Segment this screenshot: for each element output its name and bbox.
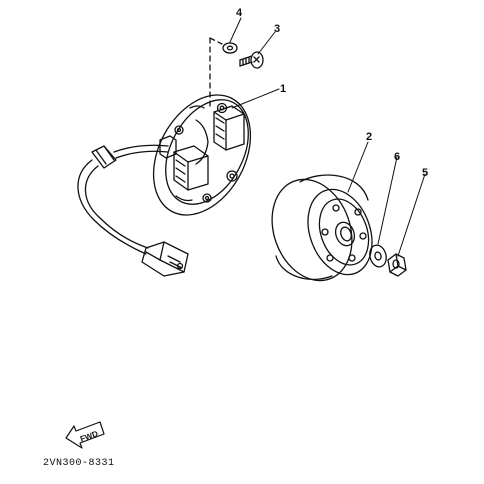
stator-assembly [152, 94, 252, 216]
callout-3: 3 [274, 23, 280, 35]
callout-labels: 4 3 1 2 6 5 [236, 7, 428, 179]
washer-part-6 [369, 244, 387, 268]
leader-lines [229, 17, 426, 257]
install-lines [209, 37, 223, 109]
callout-6: 6 [394, 151, 400, 163]
callout-2: 2 [366, 131, 372, 143]
drawing-code: 2VN300-8331 [43, 458, 115, 469]
callout-1: 1 [280, 83, 286, 95]
nut-part-5 [387, 253, 407, 277]
callout-5: 5 [422, 167, 428, 179]
fwd-label: FWD [79, 429, 99, 444]
screw-part-3 [239, 51, 264, 69]
rotor-flywheel-part-2 [271, 174, 373, 282]
washer-part-4 [222, 42, 238, 54]
fwd-arrow-icon: FWD [65, 421, 105, 449]
callout-4: 4 [236, 7, 243, 19]
wire-harness [77, 144, 169, 255]
coupler-connector [141, 241, 189, 277]
